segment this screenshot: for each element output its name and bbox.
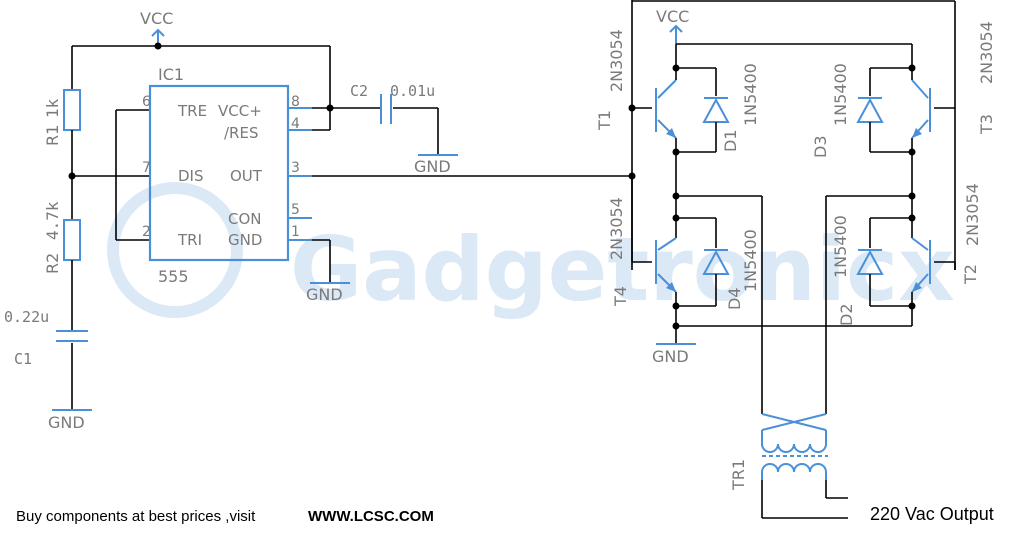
d4-value: 1N5400 xyxy=(741,229,760,292)
d2-value: 1N5400 xyxy=(831,215,850,278)
d3-diode xyxy=(856,97,884,123)
gnd-symbol-c1: GND xyxy=(48,409,92,432)
pin-out-number: 3 xyxy=(291,160,300,176)
ic-pins xyxy=(288,107,312,241)
pin-tre-number: 6 xyxy=(142,94,151,110)
ic1-part: 555 xyxy=(158,267,189,286)
pin-tri-number: 2 xyxy=(142,224,151,240)
t2-value: 2N3054 xyxy=(963,183,982,246)
t3-value: 2N3054 xyxy=(977,21,996,84)
r1-resistor xyxy=(63,89,81,131)
footer-site-link[interactable]: WWW.LCSC.COM xyxy=(308,508,434,525)
r1-ref: R1 xyxy=(43,125,62,146)
vcc-label-right: VCC xyxy=(656,7,689,26)
output-label: 220 Vac Output xyxy=(870,504,994,524)
vcc-symbol-right: VCC xyxy=(656,7,689,44)
d4-ref: D4 xyxy=(725,288,744,311)
junction xyxy=(154,42,162,50)
timer-section: VCC 1k R1 4.7k R2 0.22u C1 GND xyxy=(4,9,632,432)
watermark-text: Gadgetronicx xyxy=(290,218,955,321)
d3-ref: D3 xyxy=(811,136,830,159)
t1-transistor xyxy=(632,79,677,139)
d1-value: 1N5400 xyxy=(741,63,760,126)
gnd-symbol-bridge: GND xyxy=(652,343,696,366)
t3-transistor xyxy=(911,79,955,139)
pin-vcc-label: VCC+ xyxy=(218,102,262,120)
r2-value: 4.7k xyxy=(43,201,62,240)
r2-ref: R2 xyxy=(43,253,62,274)
d1-ref: D1 xyxy=(721,130,740,153)
pin-gnd-label: GND xyxy=(228,231,262,249)
c1-value: 0.22u xyxy=(4,308,49,326)
t4-value: 2N3054 xyxy=(607,197,626,260)
t1-ref: T1 xyxy=(595,110,614,131)
pin-gnd-number: 1 xyxy=(291,224,300,240)
d1-diode xyxy=(702,97,730,123)
pin-con-label: CON xyxy=(228,210,262,228)
h-bridge-section: VCC T1 2N3054 D1 1N5400 xyxy=(595,0,996,414)
pin-dis-label: DIS xyxy=(178,167,204,185)
pin-tre-label: TRE xyxy=(177,102,207,120)
gnd-label-ic: GND xyxy=(306,285,343,304)
d3-value: 1N5400 xyxy=(831,63,850,126)
c1-ref: C1 xyxy=(14,350,32,368)
gnd-symbol-c2: GND xyxy=(414,154,458,176)
c2-ref: C2 xyxy=(350,82,368,100)
pin-con-number: 5 xyxy=(291,202,300,218)
t3-ref: T3 xyxy=(977,114,996,135)
pin-tri-label: TRI xyxy=(177,231,202,249)
pin-vcc-number: 8 xyxy=(291,94,300,110)
watermark: Gadgetronicx xyxy=(107,182,955,321)
t1-value: 2N3054 xyxy=(607,29,626,92)
t2-ref: T2 xyxy=(961,264,980,285)
pin-res-number: 4 xyxy=(291,116,300,132)
ic1-body xyxy=(148,84,290,262)
vcc-symbol-left: VCC xyxy=(140,9,173,46)
footer-text: Buy components at best prices ,visit xyxy=(16,508,256,525)
gnd-label-c1: GND xyxy=(48,413,85,432)
vcc-label-left: VCC xyxy=(140,9,173,28)
tr1-ref: TR1 xyxy=(729,459,748,491)
pin-res-label: /RES xyxy=(224,124,258,142)
gnd-label-c2: GND xyxy=(414,157,451,176)
ic1-ref: IC1 xyxy=(158,65,184,84)
pin-out-label: OUT xyxy=(230,167,263,185)
gnd-label-bridge: GND xyxy=(652,347,689,366)
t4-ref: T4 xyxy=(611,286,630,307)
c2-value: 0.01u xyxy=(390,82,435,100)
t2-transistor xyxy=(911,237,955,293)
r2-resistor xyxy=(63,219,81,261)
r1-value: 1k xyxy=(43,98,62,118)
d2-ref: D2 xyxy=(837,304,856,327)
gnd-symbol-ic: GND xyxy=(306,282,350,304)
tr1-transformer: TR1 xyxy=(729,413,828,491)
t4-transistor xyxy=(632,237,677,293)
pin-dis-number: 7 xyxy=(142,160,151,176)
